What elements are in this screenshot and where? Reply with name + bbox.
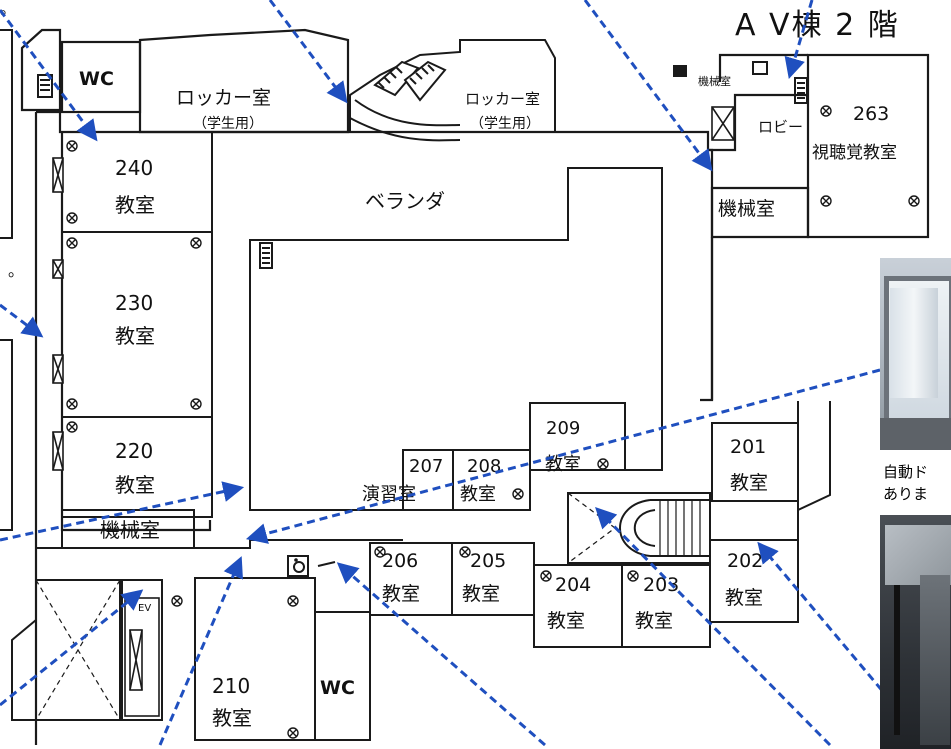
svg-text:教室: 教室 bbox=[725, 587, 763, 609]
svg-text:教室: 教室 bbox=[462, 583, 500, 605]
svg-text:機械室: 機械室 bbox=[100, 518, 160, 542]
svg-text:203: 203 bbox=[643, 574, 679, 596]
svg-text:209: 209 bbox=[546, 418, 580, 439]
svg-text:演習室: 演習室 bbox=[362, 484, 416, 505]
veranda-courtyard bbox=[249, 167, 663, 511]
svg-text:202: 202 bbox=[727, 550, 763, 572]
svg-text:教室: 教室 bbox=[115, 473, 155, 497]
map-labels: A V棟 2 階 。 。 WC ロッカー室 （学生用） ロッカー室 （学生用） … bbox=[0, 0, 900, 730]
stair-markers bbox=[37, 61, 808, 269]
svg-text:240: 240 bbox=[115, 156, 153, 180]
photo1-caption-line1: 自動ド bbox=[883, 463, 929, 481]
svg-text:教室: 教室 bbox=[547, 610, 585, 632]
svg-text:教室: 教室 bbox=[460, 484, 496, 505]
svg-text:220: 220 bbox=[115, 439, 153, 463]
stair-bottom-right bbox=[567, 492, 711, 564]
svg-text:機械室: 機械室 bbox=[718, 198, 775, 220]
photo1-caption-line2: ありま bbox=[883, 485, 929, 503]
rooms-lower-row bbox=[11, 401, 831, 741]
svg-text:教室: 教室 bbox=[635, 610, 673, 632]
svg-text:201: 201 bbox=[730, 436, 766, 458]
svg-text:WC: WC bbox=[320, 677, 355, 699]
svg-text:263: 263 bbox=[853, 103, 889, 125]
svg-text:WC: WC bbox=[79, 68, 114, 90]
stairwell-photo bbox=[880, 515, 951, 749]
entrance-door-photo bbox=[880, 258, 951, 450]
svg-text:EV: EV bbox=[138, 603, 151, 614]
svg-text:教室: 教室 bbox=[212, 706, 252, 730]
svg-text:教室: 教室 bbox=[730, 472, 768, 494]
svg-text:。: 。 bbox=[8, 261, 24, 280]
svg-text:ロッカー室: ロッカー室 bbox=[176, 87, 271, 109]
svg-text:（学生用）: （学生用） bbox=[470, 116, 540, 132]
corridor-door-markers bbox=[52, 106, 735, 471]
svg-text:教室: 教室 bbox=[382, 583, 420, 605]
svg-text:207: 207 bbox=[409, 456, 443, 477]
svg-text:教室: 教室 bbox=[115, 324, 155, 348]
svg-text:ロッカー室: ロッカー室 bbox=[465, 90, 540, 108]
floor-title: A V棟 2 階 bbox=[735, 8, 900, 43]
svg-text:教室: 教室 bbox=[115, 193, 155, 217]
pointer-arrows bbox=[0, 0, 892, 747]
svg-text:230: 230 bbox=[115, 291, 153, 315]
svg-text:ベランダ: ベランダ bbox=[365, 189, 445, 213]
building-walls bbox=[20, 28, 930, 745]
svg-text:206: 206 bbox=[382, 550, 418, 572]
svg-text:教室: 教室 bbox=[545, 454, 581, 475]
accessible-toilet-icon bbox=[287, 555, 336, 577]
svg-text:機械室: 機械室 bbox=[698, 74, 731, 88]
locker-right-block bbox=[349, 39, 556, 142]
svg-text:204: 204 bbox=[555, 574, 591, 596]
ceiling-markers bbox=[66, 105, 920, 739]
elevator-block bbox=[124, 597, 160, 717]
stair-glyph-top bbox=[373, 60, 447, 102]
svg-text:ロビー: ロビー bbox=[758, 118, 803, 136]
rooms-inner-row bbox=[402, 402, 626, 511]
svg-text:205: 205 bbox=[470, 550, 506, 572]
svg-text:視聴覚教室: 視聴覚教室 bbox=[812, 143, 897, 163]
svg-text:208: 208 bbox=[467, 456, 501, 477]
svg-text:210: 210 bbox=[212, 674, 250, 698]
svg-text:（学生用）: （学生用） bbox=[193, 116, 263, 132]
left-edge-frames bbox=[0, 29, 13, 531]
